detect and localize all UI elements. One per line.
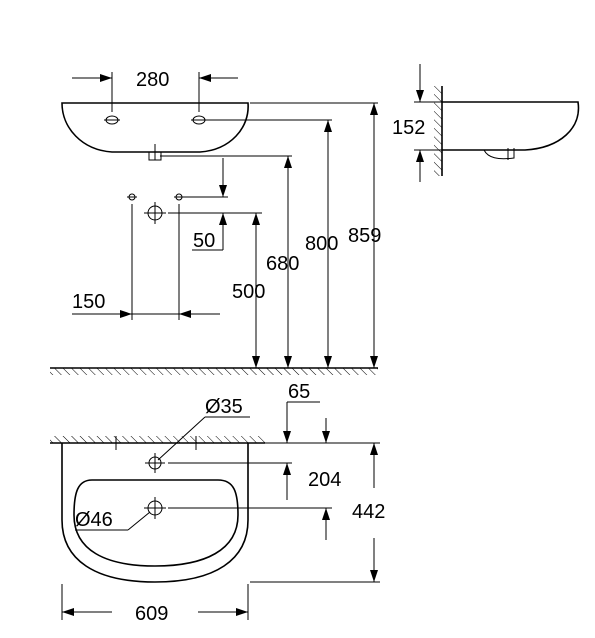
- basin-plan-outer-outline: [61, 443, 249, 583]
- dim-overall-height: 859: [348, 225, 381, 247]
- floor-hatching: [50, 368, 378, 375]
- dim-tap-to-waste-distance: 204: [308, 469, 341, 491]
- dim-wall-projection-height: 152: [392, 117, 425, 139]
- dim-basin-depth: 442: [352, 501, 385, 523]
- plan-view: Ø35 Ø46 65 204 442: [50, 381, 385, 625]
- dim-rim-height: 800: [305, 233, 338, 255]
- basin-side-outline: [442, 101, 580, 151]
- side-elevation-view: 152: [392, 64, 580, 182]
- dim-supply-offset: 50: [193, 230, 215, 252]
- wall-hatching: [434, 86, 442, 176]
- dim-tap-hole-spacing: 280: [136, 69, 169, 91]
- front-elevation-view: 280 150 50: [50, 69, 381, 375]
- plan-tap-hole-icon: [145, 453, 165, 473]
- dim-waste-diameter: Ø46: [75, 509, 113, 531]
- plan-waste-hole-icon: [144, 497, 166, 519]
- supply-point-left-icon: [127, 193, 137, 201]
- dim-tap-hole-setback: 65: [288, 381, 310, 403]
- dim-supply-spacing: 150: [72, 291, 105, 313]
- dim-basin-width: 609: [135, 603, 168, 625]
- dim-drain-height: 680: [266, 253, 299, 275]
- dim-supply-height: 500: [232, 281, 265, 303]
- dim-tap-hole-diameter: Ø35: [205, 396, 243, 418]
- tap-hole-left-icon: [104, 115, 120, 125]
- basin-plan-inner-bowl: [73, 479, 239, 567]
- plan-wall-hatching: [50, 436, 265, 443]
- drain-point-icon: [144, 202, 166, 224]
